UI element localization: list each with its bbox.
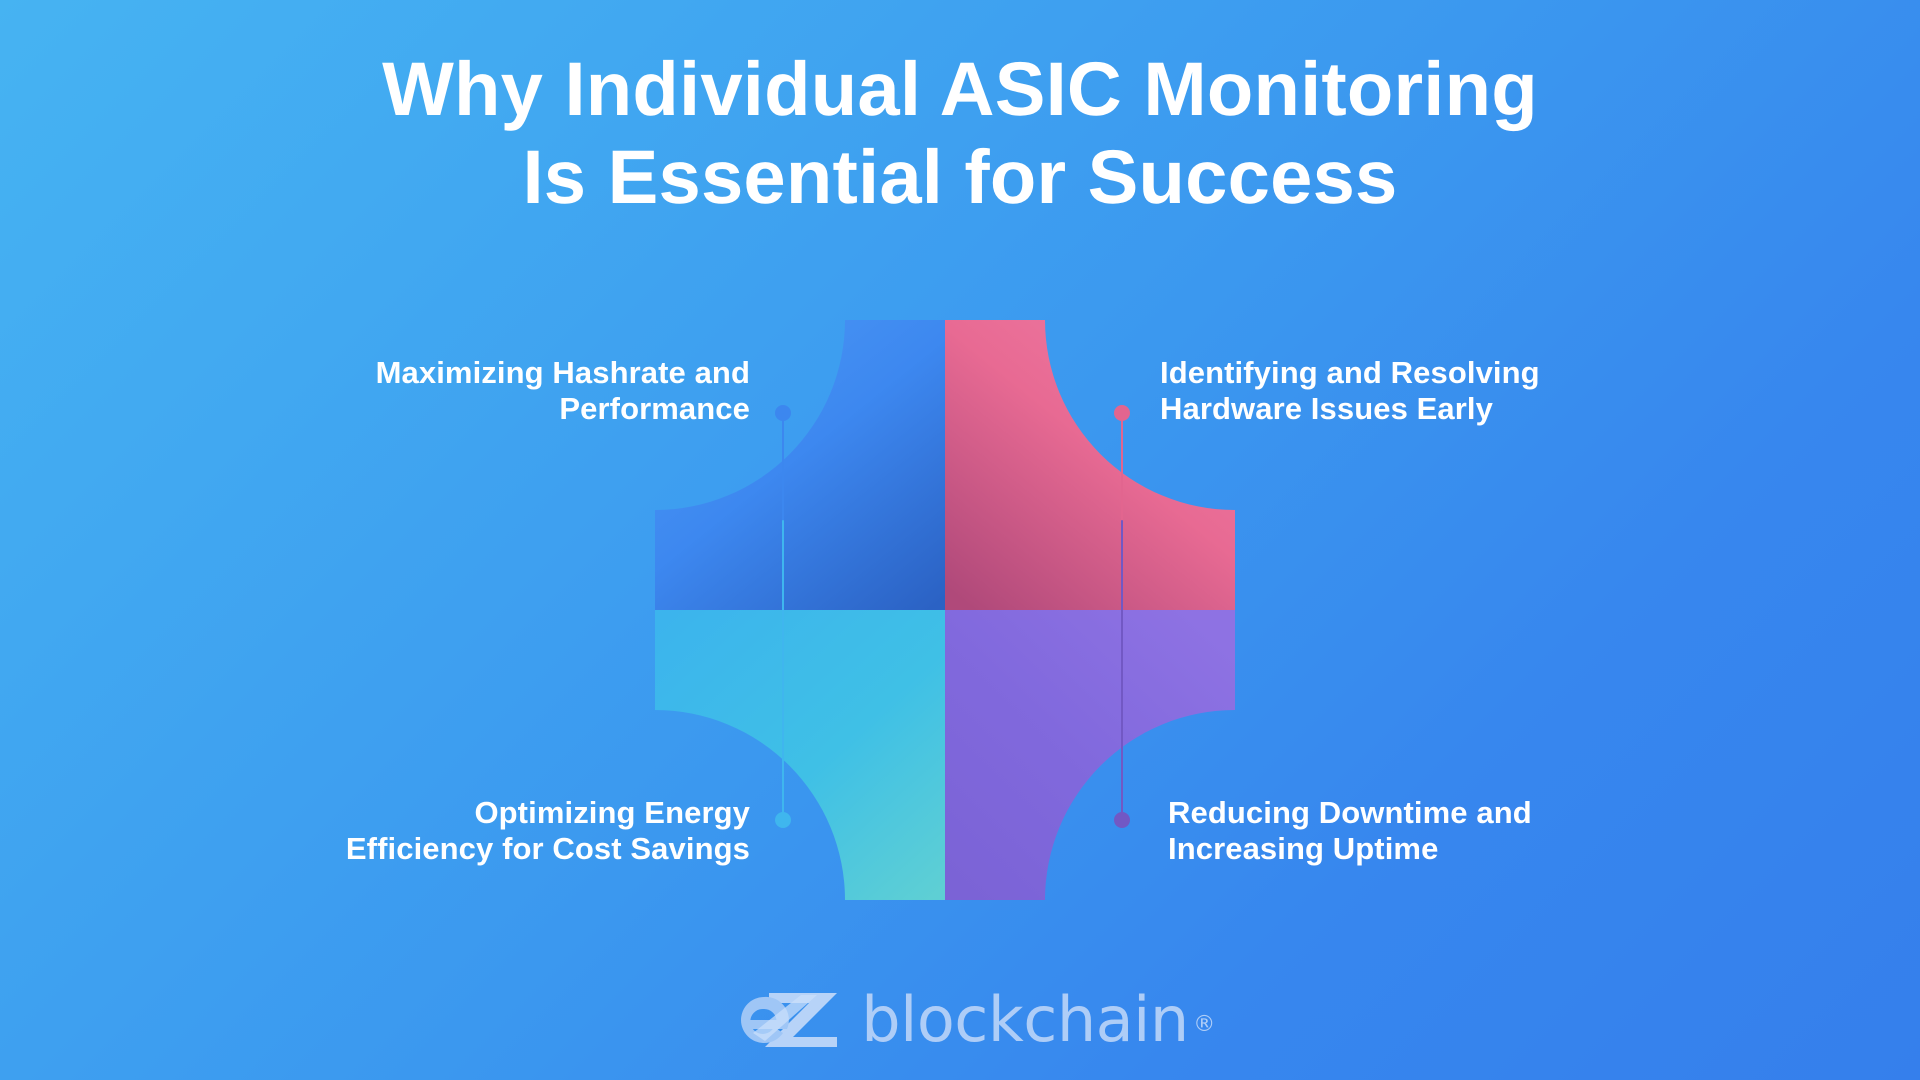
callout-line-1: Optimizing Energy — [474, 795, 750, 830]
callout-reducing-downtime: Reducing Downtime and Increasing Uptime — [1168, 795, 1868, 868]
ez-monogram-icon — [741, 993, 838, 1047]
logo-wordmark: blockchain — [861, 983, 1189, 1056]
petal-top-left-shape — [655, 320, 945, 610]
callout-optimizing-energy-efficiency: Optimizing Energy Efficiency for Cost Sa… — [40, 795, 750, 868]
connector-dot-bottom-right — [1114, 812, 1130, 828]
page-title: Why Individual ASIC Monitoring Is Essent… — [0, 52, 1920, 216]
callout-line-1: Identifying and Resolving — [1160, 355, 1540, 390]
petal-bottom-left-shape — [655, 610, 945, 900]
connector-bottom-right — [1114, 520, 1130, 828]
brand-logo: blockchain ® — [0, 975, 1920, 1065]
title-line-2: Is Essential for Success — [522, 135, 1398, 220]
connector-line-bottom-right — [1120, 520, 1124, 820]
callout-line-2: Hardware Issues Early — [1160, 391, 1493, 427]
callout-maximizing-hashrate: Maximizing Hashrate and Performance — [60, 355, 750, 428]
title-line-1: Why Individual ASIC Monitoring — [382, 47, 1538, 132]
petal-bottom-right-shape — [945, 610, 1235, 900]
callout-line-1: Reducing Downtime and — [1168, 795, 1532, 830]
callout-line-1: Maximizing Hashrate and — [375, 355, 750, 390]
connector-dot-bottom-left — [775, 812, 791, 828]
callout-line-2: Increasing Uptime — [1168, 831, 1439, 867]
petal-top-right-shape — [945, 320, 1235, 610]
connector-line-bottom-left — [781, 520, 785, 820]
callout-line-2: Performance — [559, 391, 750, 427]
callout-identifying-hardware-issues: Identifying and Resolving Hardware Issue… — [1160, 355, 1860, 428]
connector-bottom-left — [775, 520, 791, 828]
four-pointed-star-graphic — [645, 310, 1245, 910]
registered-trademark-icon: ® — [1193, 1012, 1215, 1037]
callout-line-2: Efficiency for Cost Savings — [345, 831, 750, 867]
